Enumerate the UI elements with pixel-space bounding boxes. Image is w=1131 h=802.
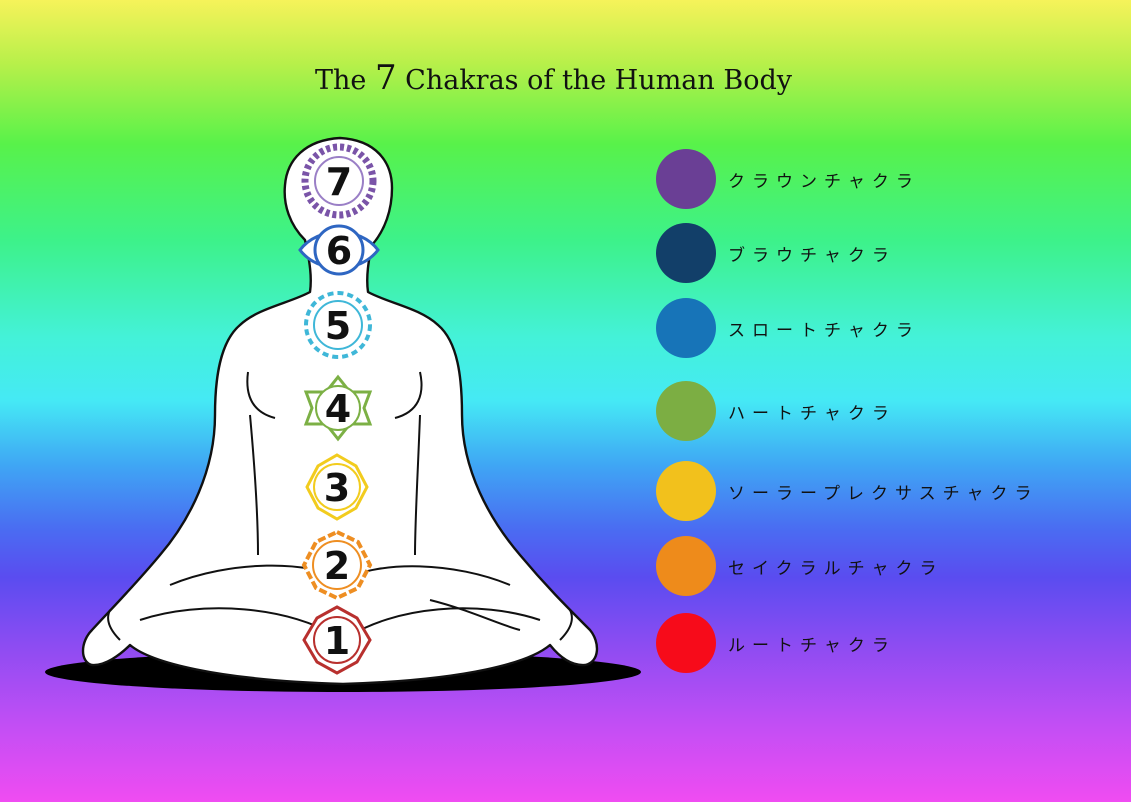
legend-item-heart: ハートチャクラ: [656, 380, 896, 442]
chakra-number-4: 4: [325, 387, 351, 431]
title-prefix: The: [314, 65, 375, 96]
legend-label: ソーラープレクサスチャクラ: [728, 483, 1039, 504]
chakra-symbol-2: 2: [301, 529, 373, 601]
legend-label: セイクラルチャクラ: [728, 558, 944, 579]
chakra-number-2: 2: [324, 544, 350, 588]
chakra-number-7: 7: [326, 160, 352, 204]
chakra-symbol-7: 7: [301, 143, 377, 219]
chakra-symbol-1: 1: [302, 605, 372, 675]
legend-dot: [656, 613, 716, 673]
chakra-number-5: 5: [325, 304, 351, 348]
legend-label: ルートチャクラ: [728, 635, 896, 656]
legend-item-sacral: セイクラルチャクラ: [656, 535, 944, 597]
title-number: 7: [374, 58, 397, 98]
legend-dot: [656, 149, 716, 209]
legend-item-crown: クラウンチャクラ: [656, 148, 920, 210]
chakra-number-3: 3: [324, 466, 350, 510]
chakra-symbol-3: 3: [305, 453, 369, 521]
legend-dot: [656, 298, 716, 358]
chakra-symbol-6: 6: [298, 224, 380, 276]
chakra-symbol-4: 4: [303, 374, 373, 442]
legend-label: ブラウチャクラ: [728, 245, 896, 266]
page-title: The 7 Chakras of the Human Body: [0, 58, 1107, 98]
chakra-number-1: 1: [324, 619, 350, 663]
legend-dot: [656, 381, 716, 441]
legend-label: クラウンチャクラ: [728, 171, 920, 192]
legend-label: ハートチャクラ: [728, 403, 896, 424]
legend-dot: [656, 223, 716, 283]
legend-item-solar-plexus: ソーラープレクサスチャクラ: [656, 460, 1038, 522]
legend-dot: [656, 461, 716, 521]
title-suffix: Chakras of the Human Body: [396, 65, 792, 96]
legend-item-throat: スロートチャクラ: [656, 297, 920, 359]
chakra-symbol-5: 5: [304, 291, 372, 359]
legend-label: スロートチャクラ: [728, 320, 920, 341]
legend-item-brow: ブラウチャクラ: [656, 222, 896, 284]
legend-dot: [656, 536, 716, 596]
legend-item-root: ルートチャクラ: [656, 612, 896, 674]
chakra-number-6: 6: [326, 229, 352, 273]
